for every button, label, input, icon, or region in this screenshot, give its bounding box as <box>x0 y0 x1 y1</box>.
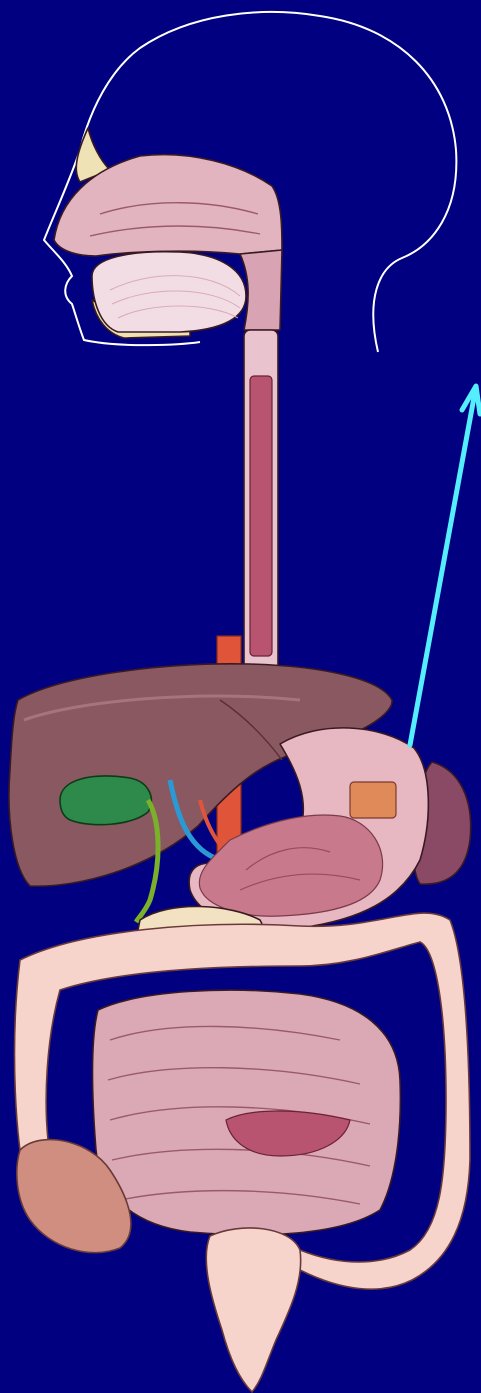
small-intestine <box>93 990 401 1235</box>
gallbladder <box>60 776 151 825</box>
pointer-arrow <box>410 392 475 745</box>
oral-cavity <box>92 252 246 332</box>
rectum <box>206 1228 300 1392</box>
